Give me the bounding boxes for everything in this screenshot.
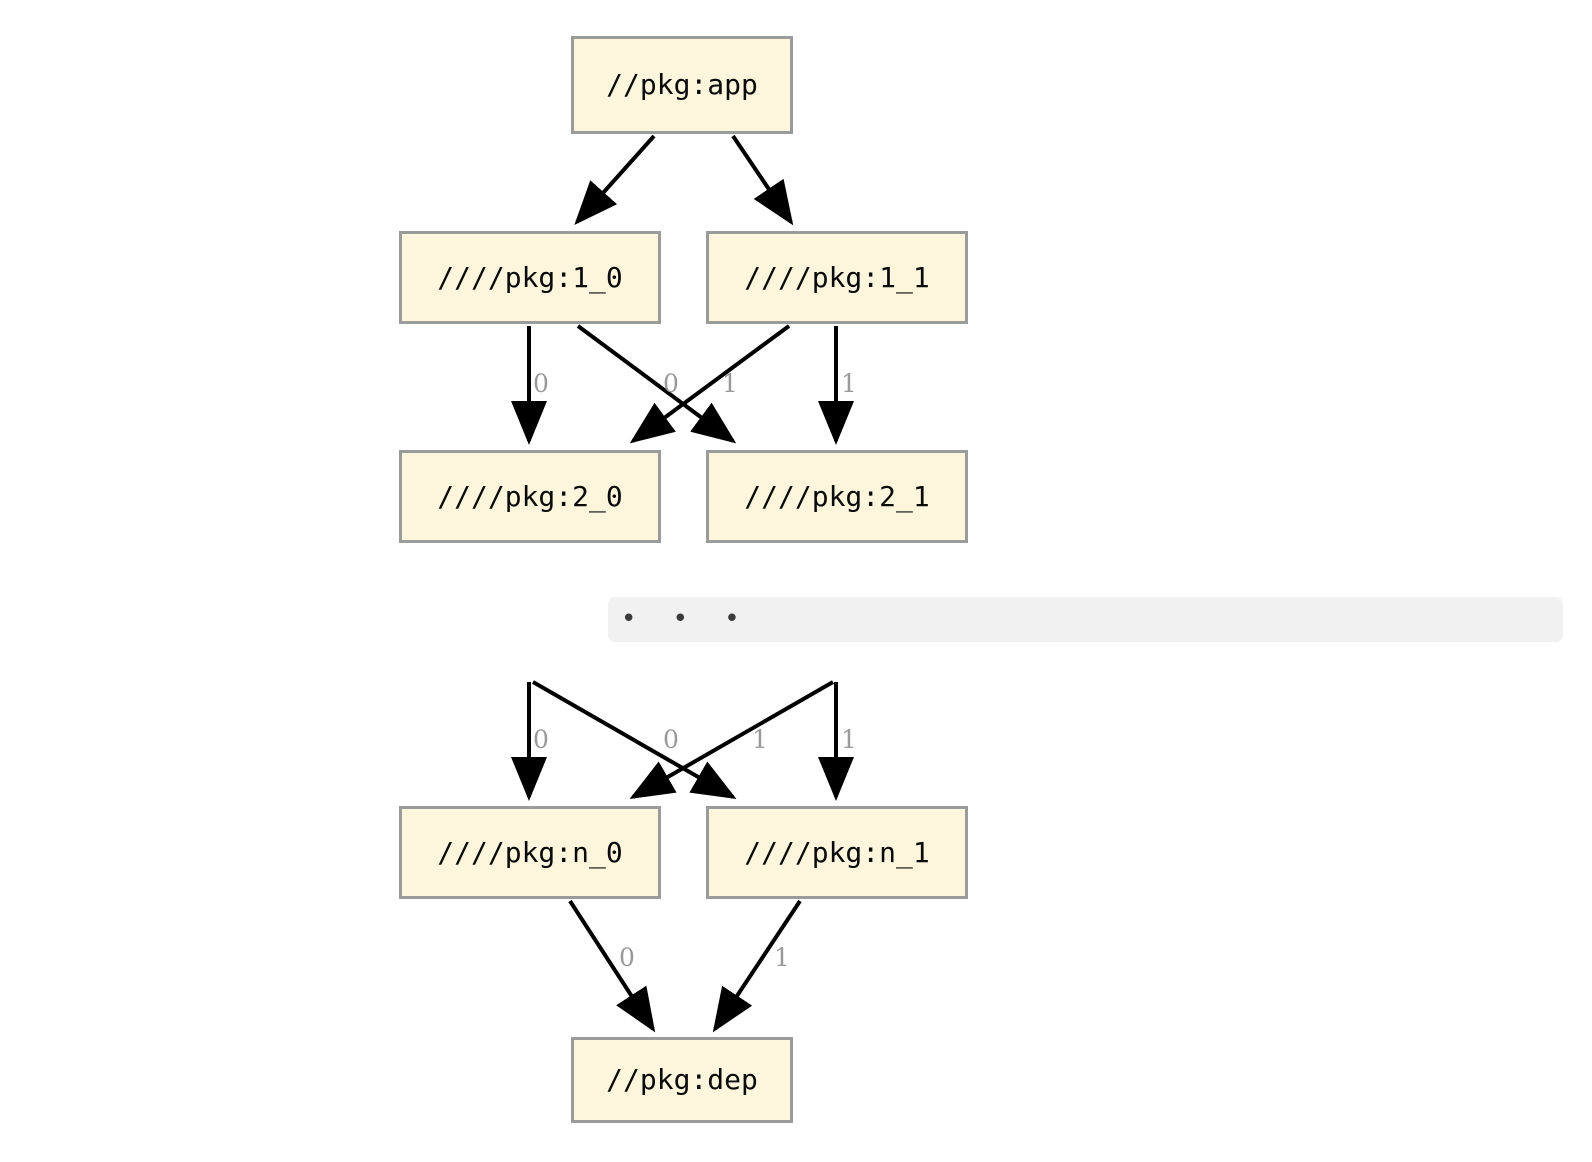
- node-label-pkg-1-0: ////pkg:1_0: [437, 260, 623, 294]
- node-pkg-n-1[interactable]: ////pkg:n_1: [706, 806, 968, 899]
- node-label-pkg-n-0: ////pkg:n_0: [437, 835, 623, 869]
- edge-1_0-to-2_1: [576, 324, 737, 444]
- edge-label-1_0-to-2_1: 0: [663, 369, 679, 398]
- node-label-pkg-n-1: ////pkg:n_1: [744, 835, 930, 869]
- edge-label-1_0-to-2_0: 0: [533, 369, 549, 398]
- node-dep[interactable]: //pkg:dep: [571, 1037, 793, 1123]
- edge-hidden-to-n_1: [532, 680, 737, 799]
- edge-label-hidden2-to-n_1: 1: [841, 725, 857, 754]
- edge-label-1_1-to-2_1: 1: [841, 369, 857, 398]
- node-label-dep: //pkg:dep: [606, 1063, 758, 1096]
- edge-label-hidden-to-n_0: 0: [533, 725, 549, 754]
- edge-label-1_1-to-2_0: 1: [722, 369, 738, 398]
- edge-1_1-to-2_0: [629, 324, 791, 444]
- ellipsis-dots: • • •: [621, 604, 754, 634]
- collapsed-levels-band: • • •: [608, 597, 1563, 642]
- node-label-pkg-2-0: ////pkg:2_0: [437, 479, 623, 513]
- node-app[interactable]: //pkg:app: [571, 36, 793, 134]
- node-label-pkg-2-1: ////pkg:2_1: [744, 479, 930, 513]
- node-pkg-1-1[interactable]: ////pkg:1_1: [706, 231, 968, 324]
- edge-n_0-to-dep: [568, 899, 656, 1033]
- edge-app-to-1_1: [731, 134, 794, 226]
- node-pkg-n-0[interactable]: ////pkg:n_0: [399, 806, 661, 899]
- node-pkg-2-0[interactable]: ////pkg:2_0: [399, 450, 661, 543]
- node-label-app: //pkg:app: [606, 68, 758, 101]
- edge-label-n_1-to-dep: 1: [774, 943, 790, 972]
- edge-label-n_0-to-dep: 0: [619, 943, 635, 972]
- edge-label-hidden-to-n_1: 0: [663, 725, 679, 754]
- edge-label-hidden2-to-n_0: 1: [752, 725, 768, 754]
- edge-app-to-1_0: [574, 134, 656, 225]
- node-pkg-1-0[interactable]: ////pkg:1_0: [399, 231, 661, 324]
- node-pkg-2-1[interactable]: ////pkg:2_1: [706, 450, 968, 543]
- node-label-pkg-1-1: ////pkg:1_1: [744, 260, 930, 294]
